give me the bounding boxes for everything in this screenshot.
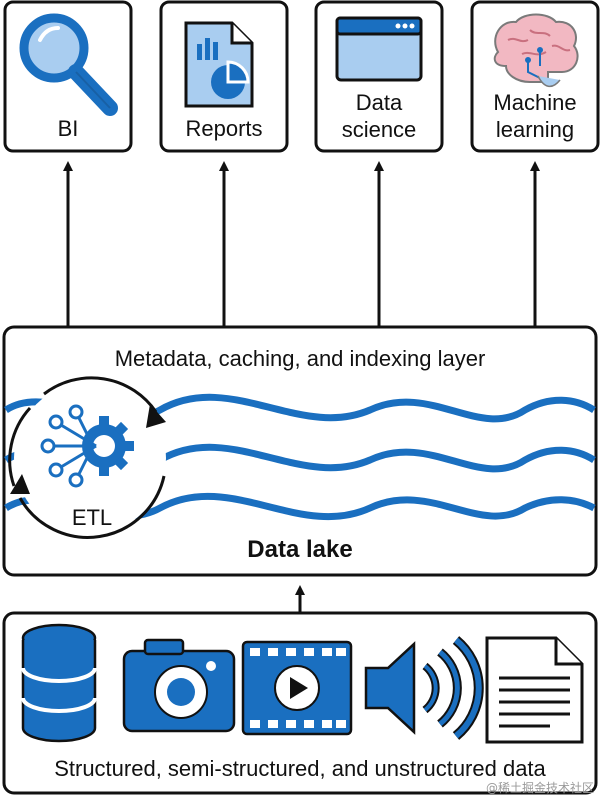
sources-label: Structured, semi-structured, and unstruc… bbox=[54, 756, 546, 781]
document-icon bbox=[485, 636, 584, 744]
gear-icon bbox=[82, 416, 134, 476]
consumer-machine-learning: Machine learning bbox=[470, 0, 600, 153]
camera-icon bbox=[122, 638, 236, 733]
data-lake-title: Data lake bbox=[247, 536, 352, 563]
consumer-label: Reports bbox=[185, 116, 262, 141]
brain-circuit-icon bbox=[493, 13, 579, 88]
upward-arrows bbox=[63, 161, 540, 326]
video-play-icon bbox=[241, 640, 353, 736]
consumer-label-line1: Machine bbox=[493, 90, 576, 115]
consumer-data-science: Data science bbox=[314, 0, 444, 153]
etl-cycle: ETL bbox=[8, 376, 166, 539]
network-nodes-icon bbox=[40, 404, 97, 488]
sources-box: Structured, semi-structured, and unstruc… bbox=[2, 611, 598, 795]
consumer-bi: BI bbox=[3, 0, 133, 153]
consumer-reports: Reports bbox=[159, 0, 289, 153]
database-icon bbox=[21, 623, 97, 743]
speaker-icon bbox=[364, 636, 484, 740]
watermark: @稀土掘金技术社区 bbox=[486, 780, 594, 795]
metadata-layer-label: Metadata, caching, and indexing layer bbox=[115, 346, 486, 371]
consumer-label-line2: learning bbox=[496, 117, 574, 142]
magnifier-icon bbox=[19, 13, 118, 116]
consumer-label-line1: Data bbox=[356, 90, 403, 115]
consumer-label-line2: science bbox=[342, 117, 417, 142]
consumer-label: BI bbox=[58, 116, 79, 141]
etl-label: ETL bbox=[72, 505, 112, 530]
browser-window-icon bbox=[335, 16, 423, 82]
data-lake-box: Metadata, caching, and indexing layer bbox=[2, 325, 598, 577]
report-chart-icon bbox=[184, 21, 254, 108]
